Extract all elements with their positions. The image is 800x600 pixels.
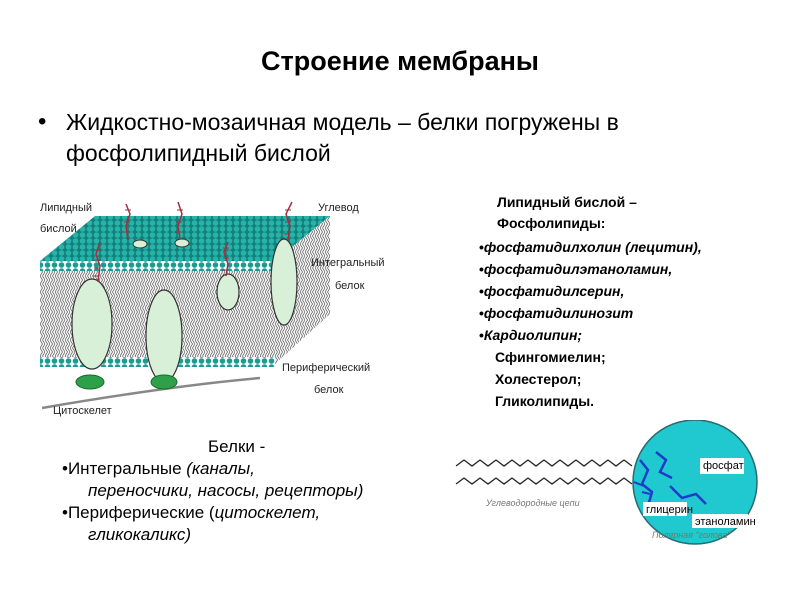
peripheral-protein-label: Периферический [282, 362, 371, 374]
ethanolamine-label: этаноламин [695, 516, 756, 528]
lipids-list: •фосфатидилхолин (лецитин), •фосфатидилэ… [479, 236, 702, 412]
integral-protein-label: Интегральный [311, 257, 385, 269]
bullet-dot: • [38, 108, 47, 135]
list-item: Холестерол; [495, 371, 582, 387]
list-item: •фосфатидилэтаноламин, [479, 261, 673, 277]
lipid-bilayer-label-2: бислой [40, 223, 77, 235]
peripheral-protein-label-2: белок [314, 384, 344, 396]
slide-title: Строение мембраны [261, 46, 539, 76]
intro-text: Жидкостно-мозаичная модель – белки погру… [66, 109, 619, 166]
list-item: •фосфатидилхолин (лецитин), [479, 239, 702, 255]
integral-protein-label-2: белок [335, 280, 365, 292]
list-item: •Кардиолипин; [479, 327, 583, 343]
phosphate-label: фосфат [703, 460, 744, 472]
list-item: Гликолипиды. [495, 393, 595, 409]
lipid-bilayer-label: Липидный [40, 202, 93, 214]
cytoskeleton-filament [41, 376, 261, 410]
carbohydrate-label: Углевод [318, 202, 359, 214]
hydrocarbon-chain [455, 459, 633, 467]
peripheral-protein [150, 374, 178, 390]
hydrocarbon-chain [455, 477, 633, 485]
integral-protein [270, 238, 298, 326]
list-item: Сфингомиелин; [495, 349, 606, 365]
integral-protein [216, 273, 240, 311]
list-item: •Периферические (цитоскелет, [62, 503, 321, 522]
list-item: •фосфатидилинозит [479, 305, 634, 321]
proteins-heading: Белки - [208, 437, 266, 456]
list-item: •Интегральные (каналы, [62, 459, 255, 478]
lipids-heading-line-1: Липидный бислой – [497, 194, 637, 210]
phospholipid-molecule [455, 420, 758, 545]
integral-protein [71, 278, 113, 370]
list-item-continuation: переносчики, насосы, рецепторы) [88, 481, 364, 500]
peripheral-protein [75, 374, 105, 390]
membrane-top-face [40, 216, 330, 261]
lipids-heading: Липидный бислой – Фосфолипиды: [497, 192, 637, 234]
list-item: •фосфатидилсерин, [479, 283, 625, 299]
lipids-heading-line-2: Фосфолипиды: [497, 215, 606, 231]
hydrocarbon-chains-caption: Углеводородные цепи [486, 498, 580, 508]
proteins-block: Белки - •Интегральные (каналы, переносчи… [62, 436, 363, 546]
carbohydrate-chain [285, 201, 293, 241]
cytoskeleton-label: Цитоскелет [53, 405, 112, 417]
polar-head-caption: Полярная "голова" [652, 530, 731, 540]
membrane-diagram [40, 201, 330, 410]
carbohydrate-chain [125, 203, 131, 241]
glycerol-label: глицерин [646, 504, 693, 516]
integral-protein [145, 289, 183, 383]
list-item-continuation: гликокаликс) [88, 525, 192, 544]
